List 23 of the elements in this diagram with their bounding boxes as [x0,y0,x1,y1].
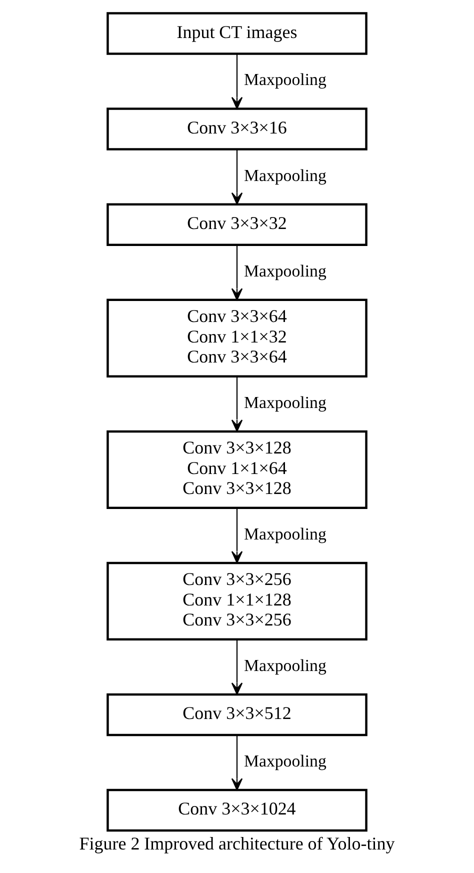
arrow [231,150,243,205]
node-box: Conv 3×3×512 [106,693,368,736]
arrow [231,245,243,300]
arrow [231,735,243,790]
arrow [231,54,243,110]
node-box: Conv 3×3×64 Conv 1×1×32 Conv 3×3×64 [106,298,368,378]
node-box: Conv 3×3×128 Conv 1×1×64 Conv 3×3×128 [106,430,368,509]
edge-label: Maxpooling [244,261,326,280]
edge-label: Maxpooling [244,70,326,90]
edge-label: Maxpooling [244,166,326,185]
edge-label: Maxpooling [244,751,326,770]
node-box: Input CT images [106,12,368,55]
node-box: Conv 3×3×16 [106,108,368,150]
arrow [231,508,243,564]
node-box: Conv 3×3×1024 [106,788,368,832]
caption: Figure 2 Improved architecture of Yolo-tiny [79,833,395,854]
arrow [231,376,243,432]
edge-label: Maxpooling [244,392,326,412]
node-box: Conv 3×3×32 [106,203,368,246]
edge-label: Maxpooling [244,656,326,675]
arrow [231,640,243,695]
edge-label: Maxpooling [244,524,326,544]
node-box: Conv 3×3×256 Conv 1×1×128 Conv 3×3×256 [106,562,368,641]
